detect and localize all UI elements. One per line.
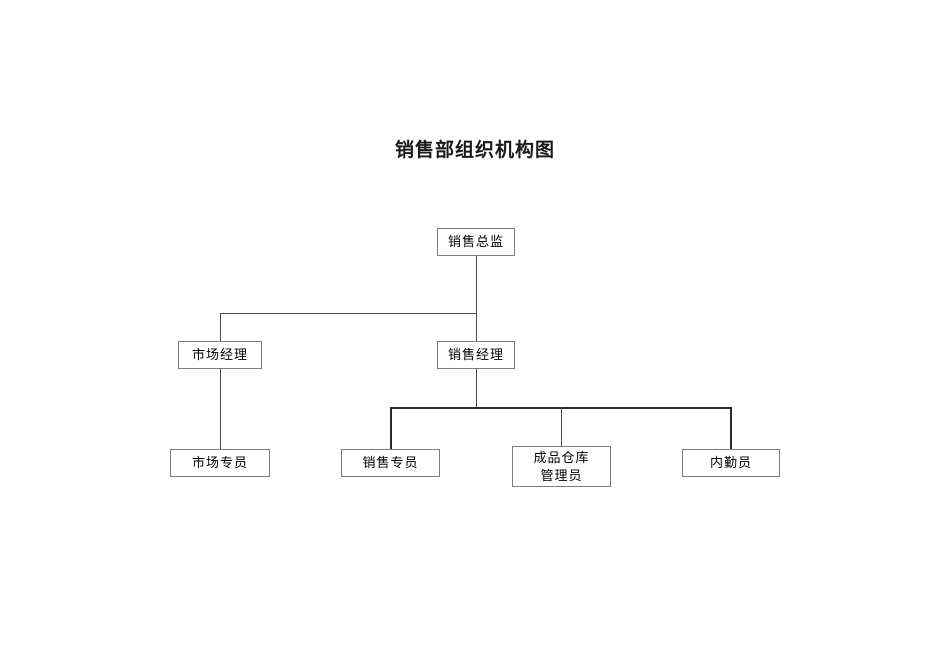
- connector-director-stem: [476, 255, 477, 314]
- connector-sales-manager-stem: [476, 368, 477, 408]
- page-title: 销售部组织机构图: [394, 140, 555, 161]
- org-node-sales-specialist[interactable]: 销售专员: [341, 449, 440, 477]
- connector-market-manager-to-specialist: [220, 368, 221, 450]
- connector-to-sales-manager: [476, 313, 477, 342]
- org-node-office-clerk[interactable]: 内勤员: [682, 449, 780, 477]
- org-node-label: 成品仓库 管理员: [533, 449, 590, 483]
- org-node-label: 销售经理: [447, 347, 504, 362]
- connector-to-sales-specialist: [390, 407, 392, 450]
- connector-to-office-clerk: [730, 407, 732, 450]
- connector-to-market-manager: [220, 313, 221, 342]
- org-node-warehouse-keeper[interactable]: 成品仓库 管理员: [512, 446, 611, 487]
- org-node-label: 内勤员: [709, 455, 752, 470]
- org-node-market-manager[interactable]: 市场经理: [178, 341, 262, 369]
- org-node-label: 市场专员: [191, 455, 248, 470]
- connector-level2-bus: [220, 313, 477, 314]
- org-node-sales-manager[interactable]: 销售经理: [437, 341, 515, 369]
- org-node-label: 销售总监: [447, 234, 504, 249]
- connector-to-warehouse-keeper: [561, 407, 562, 446]
- org-node-sales-director[interactable]: 销售总监: [437, 228, 515, 256]
- org-node-label: 销售专员: [362, 455, 419, 470]
- org-node-market-specialist[interactable]: 市场专员: [170, 449, 270, 477]
- org-node-label: 市场经理: [191, 347, 248, 362]
